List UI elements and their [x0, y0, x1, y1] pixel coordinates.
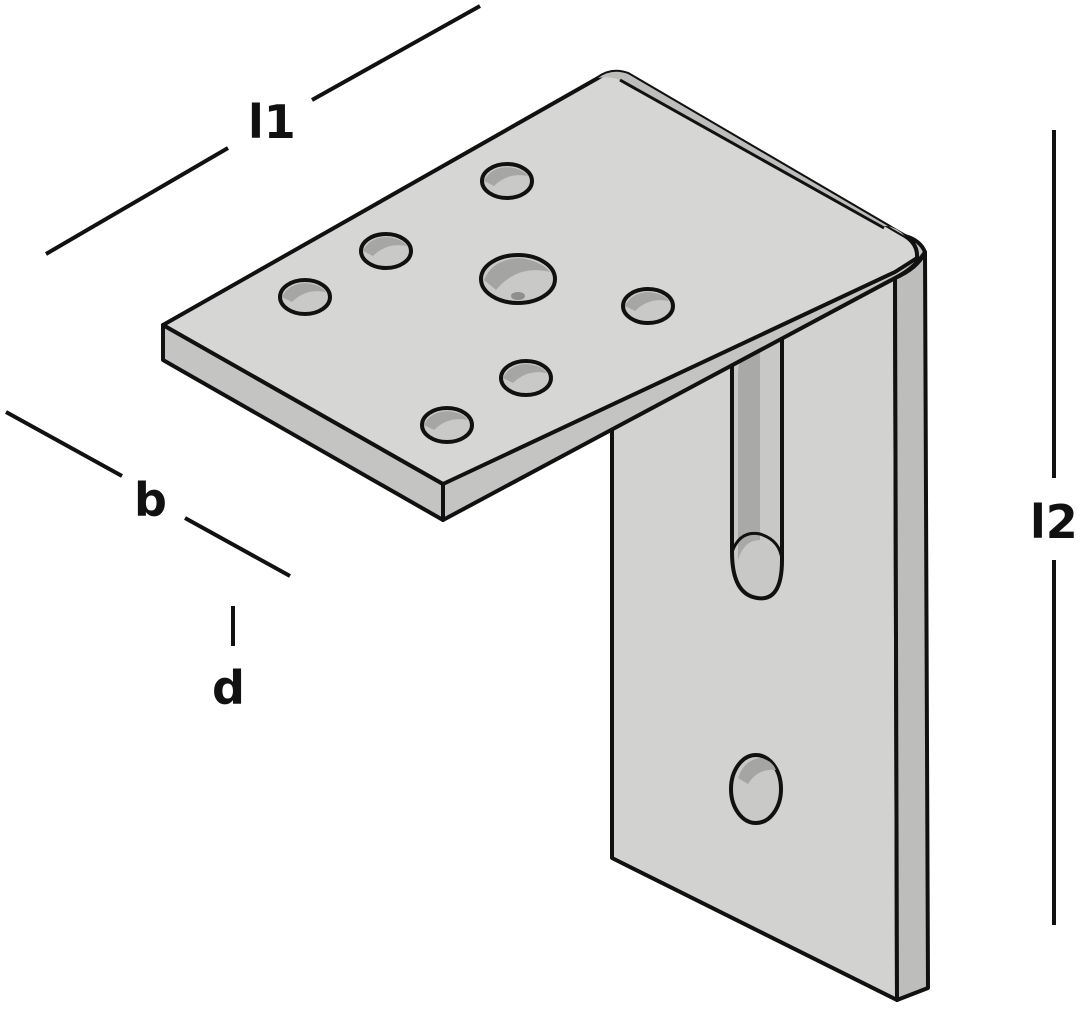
horizontal-flange: [161, 69, 927, 522]
top-hole-1: [480, 162, 534, 200]
l1-dimension-line-right: [311, 4, 481, 102]
vertical-hole: [729, 753, 783, 825]
d-label: d: [212, 661, 245, 715]
dimension-labels: l1 b d l2: [134, 95, 1078, 715]
top-hole-center: [479, 253, 557, 305]
vertical-slot: [730, 312, 784, 601]
top-hole-3: [278, 278, 332, 316]
l1-dimension-line-left: [44, 146, 230, 256]
b-dimension-line-right: [184, 516, 291, 578]
vertical-flange-edge: [893, 250, 930, 1002]
vertical-flange: [610, 250, 930, 1002]
b-dimension-line-left: [5, 410, 123, 478]
dimension-lines: [5, 4, 1056, 925]
top-holes: [278, 162, 675, 444]
l2-label: l2: [1030, 495, 1078, 549]
bend-highlight: [598, 71, 905, 236]
l1-label: l1: [248, 95, 296, 149]
top-hole-6: [420, 406, 474, 444]
top-hole-4: [621, 287, 675, 325]
top-hole-5: [499, 359, 553, 397]
b-label: b: [134, 473, 167, 527]
top-hole-2: [359, 232, 413, 270]
